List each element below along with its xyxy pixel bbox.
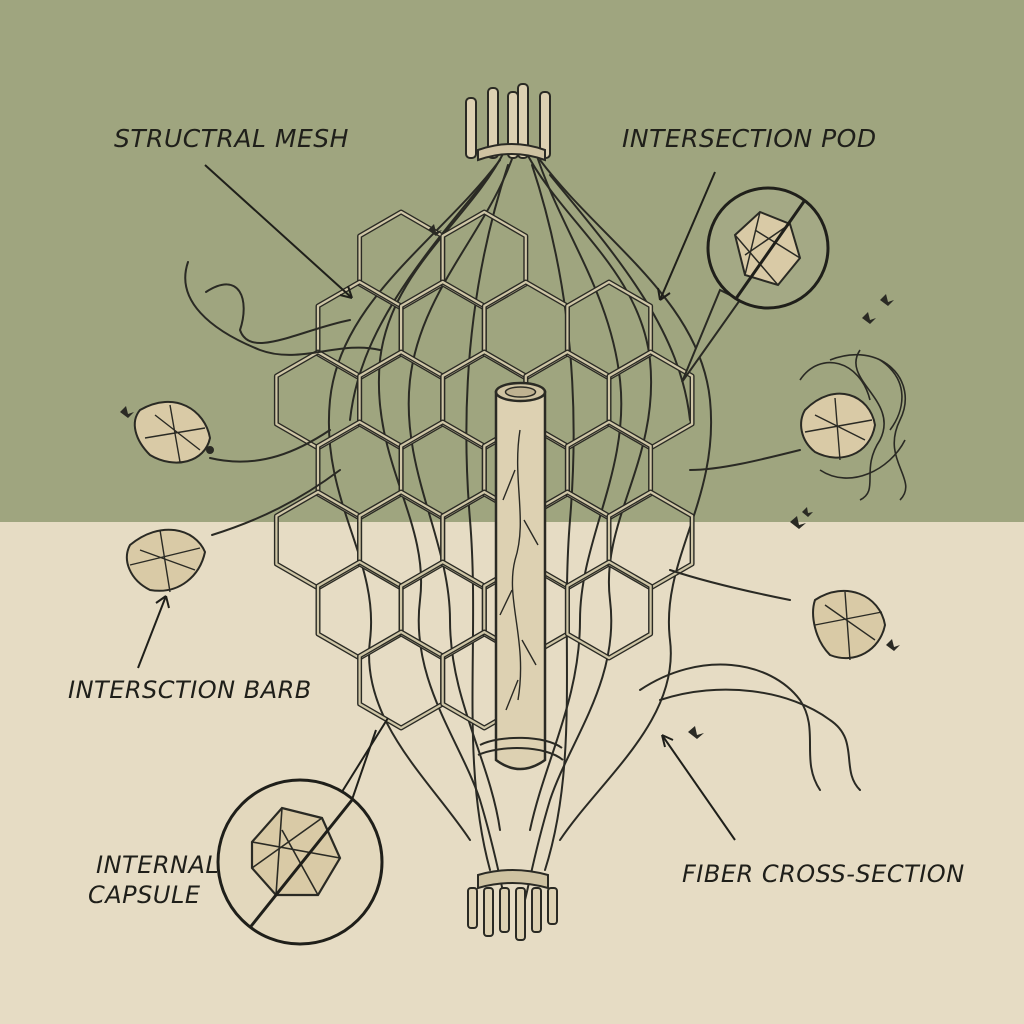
seed-pod-icon xyxy=(125,528,207,593)
top-fiber-bundle xyxy=(465,83,551,162)
mesh-hexagon-highlight xyxy=(566,560,652,660)
label-internal-capsule-line1: INTERNAL xyxy=(96,851,220,879)
central-fiber-tube xyxy=(477,381,564,771)
insect-icon xyxy=(120,224,900,739)
tendrils xyxy=(184,261,861,791)
internal-capsule-magnifier xyxy=(216,717,389,946)
intersection-pod-magnifier xyxy=(681,186,830,383)
leader-lines xyxy=(137,164,736,841)
capsule-magnifier-icon xyxy=(733,199,807,301)
seed-pod-icon xyxy=(812,590,887,661)
label-fiber-cross-section: FIBER CROSS-SECTION xyxy=(682,860,965,888)
capsule-magnifier-icon xyxy=(246,789,362,931)
label-internal-capsule-line2: CAPSULE xyxy=(88,881,201,909)
seed-pod-icon xyxy=(800,392,877,461)
label-intersection-barb: INTERSCTION BARB xyxy=(68,676,312,704)
label-structural-mesh: STRUCTRAL MESH xyxy=(114,124,349,153)
bottom-fiber-bundle xyxy=(467,869,558,941)
tendril-tangle xyxy=(799,349,907,501)
label-intersection-pod: INTERSECTION POD xyxy=(622,124,877,153)
seed-pod-icon xyxy=(133,400,214,464)
